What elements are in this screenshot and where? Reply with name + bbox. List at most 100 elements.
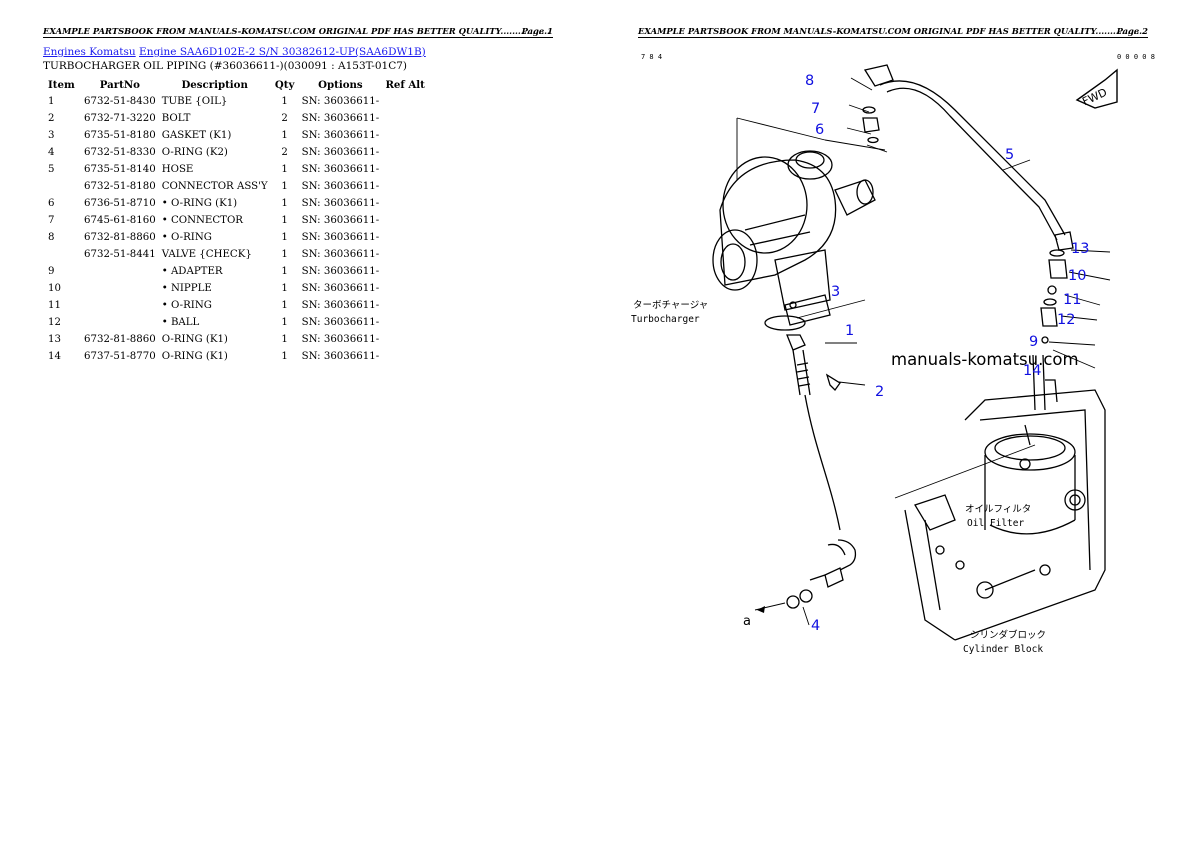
callout-1: 1 [845, 323, 854, 339]
cell-item: 3 [48, 130, 55, 141]
cell-options: SN: 36036611- [301, 181, 380, 192]
column-header-partno: PartNo [99, 78, 140, 91]
cell-ref-alt [382, 314, 428, 331]
check-valve-drawing [1032, 249, 1068, 411]
callout-14: 14 [1023, 363, 1041, 379]
cell-partno [81, 314, 159, 331]
callout-2: 2 [875, 384, 884, 400]
leader-lines [736, 77, 1111, 626]
arrow-a-icon [757, 606, 765, 613]
cell-ref-alt [382, 263, 428, 280]
breadcrumb-link-engines[interactable]: Engines Komatsu [43, 46, 136, 58]
cell-qty: 1 [281, 130, 288, 141]
cell-options: SN: 36036611- [301, 334, 380, 345]
o-ring-4a-drawing [786, 595, 800, 609]
turbocharger-drawing [712, 150, 876, 326]
cell-item: 2 [48, 113, 55, 124]
cell-ref-alt [382, 297, 428, 314]
cell-item: 5 [48, 164, 55, 175]
cell-description: CONNECTOR ASS'Y [161, 181, 268, 192]
cell-qty: 1 [281, 96, 288, 107]
cell-description: HOSE [161, 164, 194, 175]
cell-item [43, 246, 81, 263]
cell-item: 1 [48, 96, 55, 107]
callout-13: 13 [1071, 241, 1089, 257]
cell-partno: 6745-61-8160 [84, 215, 156, 226]
cell-options: SN: 36036611- [301, 147, 380, 158]
cell-item: 7 [48, 215, 55, 226]
callout-10: 10 [1068, 268, 1086, 284]
cell-options: SN: 36036611- [301, 283, 380, 294]
callout-11: 11 [1063, 292, 1081, 308]
drawing-code-left: 7 8 4 [641, 53, 663, 61]
cell-item: 11 [48, 300, 61, 311]
cell-qty: 1 [281, 334, 288, 345]
cell-partno: 6735-51-8140 [84, 164, 156, 175]
column-header-options: Options [318, 78, 363, 91]
cell-ref-alt [382, 212, 428, 229]
cell-ref-alt [382, 144, 428, 161]
cell-item: 14 [48, 351, 61, 362]
callout-7: 7 [811, 101, 820, 117]
gasket-drawing [764, 315, 806, 331]
cell-description: O-RING (K2) [161, 147, 228, 158]
cell-options: SN: 36036611- [301, 232, 380, 243]
header-text-2: EXAMPLE PARTSBOOK FROM MANUALS-KOMATSU.C… [638, 26, 1145, 36]
cell-qty: 1 [281, 181, 288, 192]
cell-item [43, 178, 81, 195]
cell-item: 4 [48, 147, 55, 158]
breadcrumb: Engines Komatsu Engine SAA6D102E-2 S/N 3… [43, 46, 426, 58]
cell-item: 10 [48, 283, 61, 294]
column-header-description: Description [181, 78, 248, 91]
connector-7-drawing [862, 117, 880, 133]
drawing-code-right: 0 0 0 0 8 [1117, 53, 1155, 61]
cell-qty: 1 [281, 317, 288, 328]
cell-description: • CONNECTOR [161, 215, 243, 226]
callout-3: 3 [831, 284, 840, 300]
cell-partno [81, 280, 159, 297]
callout-6: 6 [815, 122, 824, 138]
cell-ref-alt [382, 348, 428, 365]
turbocharger-label-en: Turbocharger [631, 314, 700, 325]
cell-ref-alt [382, 127, 428, 144]
cell-qty: 1 [281, 351, 288, 362]
cell-ref-alt [382, 110, 428, 127]
cell-options: SN: 36036611- [301, 249, 380, 260]
cell-qty: 1 [281, 164, 288, 175]
cell-partno: 6732-51-8330 [84, 147, 156, 158]
cell-description: • BALL [161, 317, 200, 328]
cylinder-block-label-en: Cylinder Block [963, 644, 1043, 655]
fwd-arrow-icon: FWD [1075, 68, 1118, 109]
cell-ref-alt [382, 161, 428, 178]
turbocharger-label-jp: ターボチャージャ [633, 300, 708, 311]
column-header-qty: Qty [274, 78, 295, 91]
cell-options: SN: 36036611- [301, 317, 380, 328]
cell-item: 9 [48, 266, 55, 277]
page-2: EXAMPLE PARTSBOOK FROM MANUALS-KOMATSU.C… [595, 0, 1190, 842]
breadcrumb-link-engine-model[interactable]: Engine SAA6D102E-2 S/N 30382612-UP(SAA6D… [139, 46, 426, 58]
cell-partno: 6732-51-8430 [84, 96, 156, 107]
watermark: manuals-komatsu.com [891, 350, 1079, 369]
cell-options: SN: 36036611- [301, 164, 380, 175]
parts-table: Item PartNo Description Qty Options Ref … [43, 76, 428, 365]
cell-partno [81, 297, 159, 314]
page-1: EXAMPLE PARTSBOOK FROM MANUALS-KOMATSU.C… [43, 26, 553, 365]
oil-tube-drawing [786, 334, 857, 588]
cell-ref-alt [382, 195, 428, 212]
cell-partno [81, 263, 159, 280]
cell-partno: 6732-71-3220 [84, 113, 156, 124]
cell-partno: 6737-51-8770 [84, 351, 156, 362]
cell-options: SN: 36036611- [301, 351, 380, 362]
cell-description: • O-RING [161, 300, 212, 311]
oil-filter-label-jp: オイルフィルタ [965, 504, 1031, 515]
callout-9: 9 [1029, 334, 1038, 350]
